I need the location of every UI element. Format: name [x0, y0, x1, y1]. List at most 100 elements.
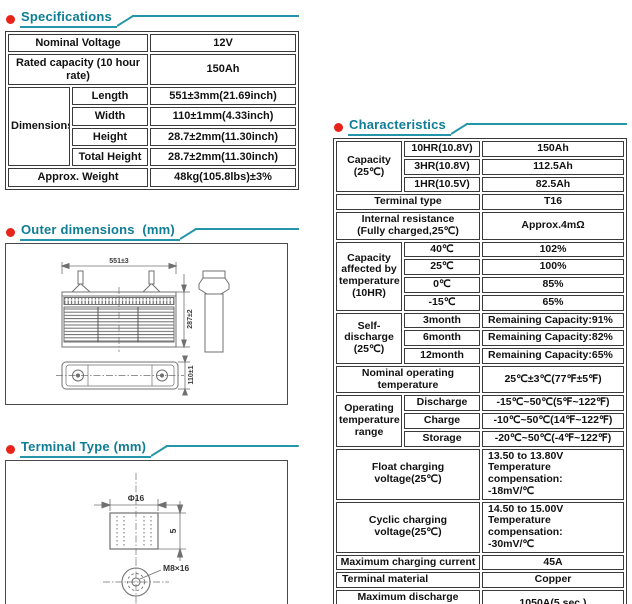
table-cell: 45A [482, 554, 624, 571]
table-cell: Remaining Capacity:82% [482, 330, 624, 346]
right-column: Characteristics Capacity (25℃)10HR(10.8V… [333, 116, 627, 604]
table-cell: Approx.4mΩ [482, 212, 624, 240]
table-cell: Maximum charging current [336, 554, 480, 571]
table-cell: Remaining Capacity:91% [482, 312, 624, 329]
table-cell: -10℃~50℃(14℉~122℉) [482, 413, 624, 429]
height-dim-label: 287±2 [187, 309, 194, 329]
table-row: Internal resistance (Fully charged,25℃)A… [336, 212, 624, 240]
section-header-outer-dimensions: Outer dimensions (mm) [5, 221, 299, 241]
table-cell: 1HR(10.5V) [404, 176, 480, 193]
table-row: Float charging voltage(25℃)13.50 to 13.8… [336, 448, 624, 500]
table-row: Maximum discharge current1050A(5 sec.) [336, 590, 624, 604]
table-cell: Dimensions [8, 86, 70, 167]
table-cell: Charge [404, 413, 480, 429]
table-cell: 10HR(10.8V) [404, 141, 480, 157]
table-cell: 112.5Ah [482, 158, 624, 175]
table-cell: Nominal Voltage [8, 34, 148, 53]
table-cell: 150Ah [482, 141, 624, 157]
table-cell: 25℃ [404, 259, 480, 275]
section-header-specifications: Specifications [5, 8, 299, 28]
table-cell: 82.5Ah [482, 176, 624, 193]
table-cell: T16 [482, 194, 624, 210]
table-cell: Terminal type [336, 194, 480, 210]
side-height-dim-label: 5 [168, 528, 178, 533]
table-cell: Length [72, 86, 148, 106]
table-cell: 14.50 to 15.00V Temperature compensation… [482, 501, 624, 553]
table-cell: 3HR(10.8V) [404, 158, 480, 175]
section-title: Characteristics [348, 117, 451, 136]
table-cell: Internal resistance (Fully charged,25℃) [336, 212, 480, 240]
table-row: Rated capacity (10 hour rate)150Ah [8, 54, 296, 85]
outer-dimensions-box: 551±3 287±2 110±1 [5, 242, 288, 405]
diameter-dim-label: Φ16 [128, 493, 145, 503]
table-cell: 85% [482, 277, 624, 293]
table-cell: 1050A(5 sec.) [482, 590, 624, 604]
table-cell: Self-discharge (25℃) [336, 312, 402, 364]
table-cell: 110±1mm(4.33inch) [150, 107, 296, 126]
table-cell: Float charging voltage(25℃) [336, 448, 480, 500]
table-cell: Height [72, 127, 148, 146]
table-cell: -15℃~50℃(5℉~122℉) [482, 395, 624, 411]
header-rule-icon [179, 227, 299, 240]
section-bullet-icon [6, 227, 15, 237]
table-cell: Discharge [404, 395, 480, 411]
table-cell: Rated capacity (10 hour rate) [8, 54, 148, 85]
section-title: Terminal Type (mm) [20, 439, 152, 458]
table-cell: 48kg(105.8lbs)±3% [150, 168, 296, 187]
table-cell: Approx. Weight [8, 168, 148, 187]
table-cell: 13.50 to 13.80V Temperature compensation… [482, 448, 624, 500]
thread-size-label: M8×16 [163, 563, 189, 573]
table-cell: Storage [404, 430, 480, 447]
table-cell: 551±3mm(21.69inch) [150, 86, 296, 106]
table-row: Storage-20℃~50℃(-4℉~122℉) [336, 430, 624, 447]
table-cell: Maximum discharge current [336, 590, 480, 604]
table-cell: Remaining Capacity:65% [482, 348, 624, 364]
table-cell: Copper [482, 572, 624, 588]
section-bullet-icon [334, 123, 343, 132]
section-title: Outer dimensions (mm) [20, 222, 180, 241]
table-cell: 6month [404, 330, 480, 346]
table-row: Capacity affected by temperature (10HR)4… [336, 241, 624, 311]
table-row: Capacity (25℃)10HR(10.8V)150Ah [336, 141, 624, 193]
table-cell: 150Ah [150, 54, 296, 85]
table-row: 1HR(10.5V)82.5Ah [336, 176, 624, 193]
table-cell: 40℃ [404, 241, 480, 258]
table-cell: Operating temperature range [336, 395, 402, 447]
length-dim-label: 551±3 [109, 258, 129, 265]
table-cell: -15℃ [404, 294, 480, 311]
header-rule-icon [116, 15, 299, 27]
section-bullet-icon [6, 15, 15, 24]
table-cell: 25℃±3℃(77℉±5℉) [482, 365, 624, 394]
table-cell: 28.7±2mm(11.30inch) [150, 147, 296, 167]
terminal-type-box: Φ16 5 M8×16 [5, 459, 288, 604]
table-cell: Nominal operating temperature [336, 365, 480, 394]
table-cell: 28.7±2mm(11.30inch) [150, 127, 296, 146]
table-cell: Capacity affected by temperature (10HR) [336, 241, 402, 311]
table-cell: 102% [482, 241, 624, 258]
outer-dimensions-drawing: 551±3 287±2 110±1 [56, 258, 230, 395]
table-row: Cyclic charging voltage(25℃)14.50 to 15.… [336, 501, 624, 553]
section-bullet-icon [6, 444, 15, 454]
table-cell: 12V [150, 34, 296, 53]
table-cell: Width [72, 107, 148, 126]
width-dim-label: 110±1 [188, 365, 195, 384]
table-cell: 0℃ [404, 277, 480, 293]
table-cell: Total Height [72, 147, 148, 167]
table-cell: 3month [404, 312, 480, 329]
table-row: 3HR(10.8V)112.5Ah [336, 158, 624, 175]
